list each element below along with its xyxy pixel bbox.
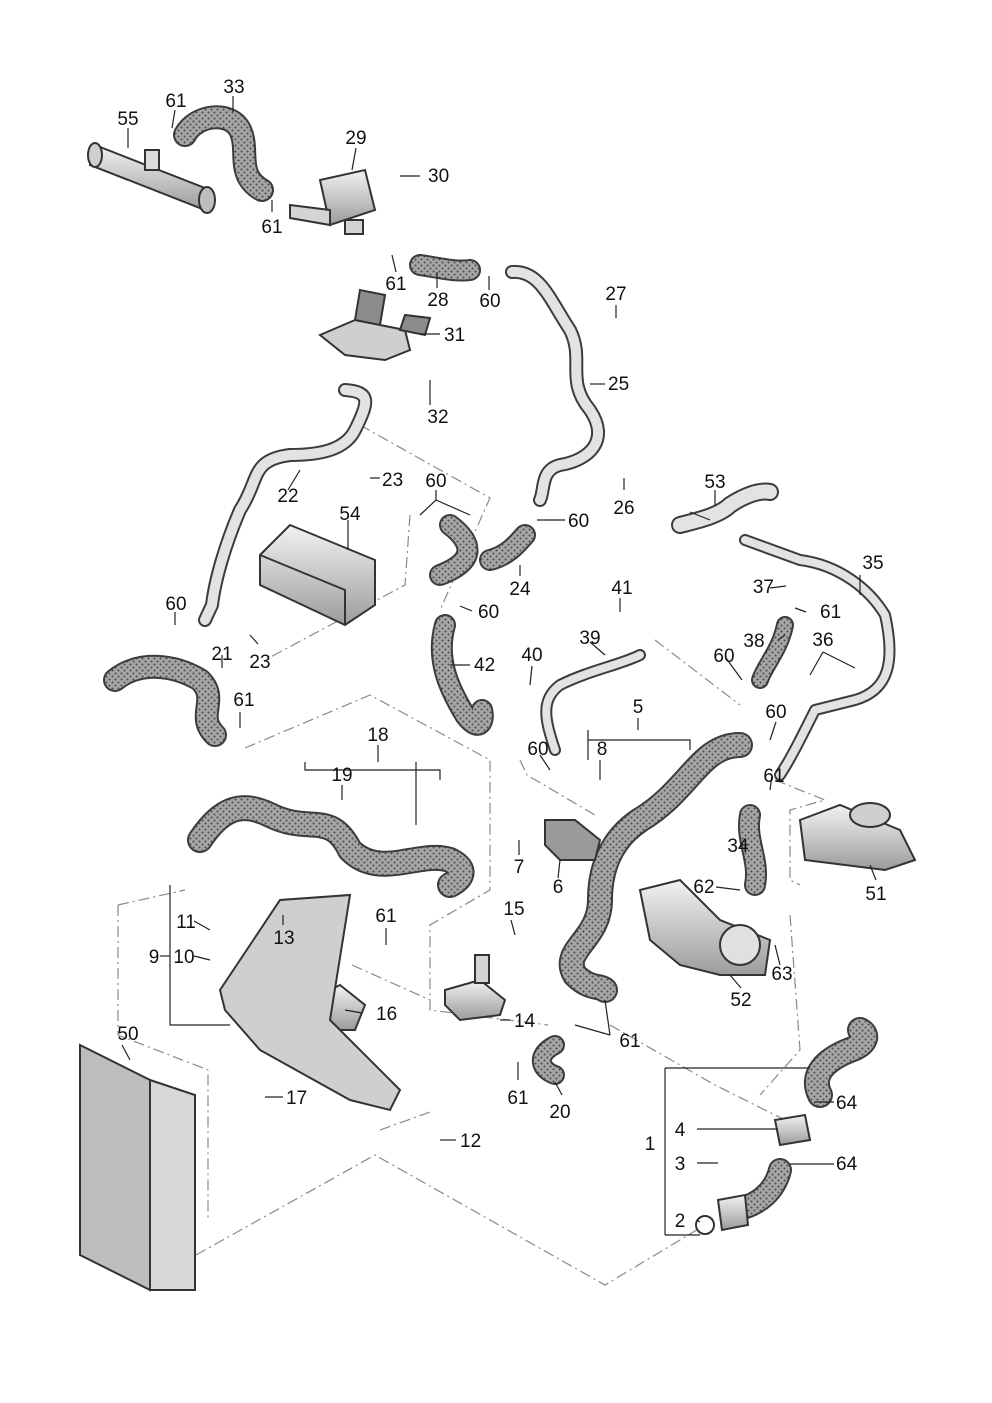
callout-1: 1 <box>645 1134 656 1155</box>
bracket-9 <box>218 893 402 1112</box>
callout-27: 27 <box>605 284 626 305</box>
callout-20: 20 <box>549 1102 570 1123</box>
callout-61: 61 <box>165 91 186 112</box>
callout-55: 55 <box>117 109 138 130</box>
cooler-54 <box>259 523 376 627</box>
callout-24: 24 <box>509 579 531 600</box>
callout-60: 60 <box>478 602 499 623</box>
callout-40: 40 <box>521 645 542 666</box>
callout-labels: 55 61 33 29 30 61 61 28 60 27 25 31 32 2… <box>117 77 886 1232</box>
callout-17: 17 <box>286 1088 307 1109</box>
callout-61: 61 <box>261 217 282 238</box>
callout-60: 60 <box>425 471 446 492</box>
leader-lines <box>121 96 877 1236</box>
callout-35: 35 <box>862 553 883 574</box>
callout-41: 41 <box>611 578 632 599</box>
callout-39: 39 <box>579 628 600 649</box>
callout-26: 26 <box>613 498 634 519</box>
callout-60: 60 <box>165 594 186 615</box>
callout-61: 61 <box>385 274 406 295</box>
callout-61: 61 <box>820 602 841 623</box>
callout-21: 21 <box>211 644 232 665</box>
callout-60: 60 <box>568 511 589 532</box>
callout-16: 16 <box>376 1004 397 1025</box>
callout-60: 60 <box>713 646 734 667</box>
callout-51: 51 <box>865 884 886 905</box>
callout-2: 2 <box>675 1211 686 1232</box>
callout-42: 42 <box>474 655 495 676</box>
callout-37: 37 <box>753 577 774 598</box>
callout-60: 60 <box>765 702 786 723</box>
parts <box>79 142 917 1292</box>
callout-61: 61 <box>507 1088 528 1109</box>
callout-13: 13 <box>273 928 294 949</box>
callout-30: 30 <box>428 166 449 187</box>
callout-10: 10 <box>173 947 194 968</box>
callout-4: 4 <box>675 1120 686 1141</box>
callout-60: 60 <box>527 739 548 760</box>
valve-29 <box>289 168 377 235</box>
o-ring-2 <box>695 1215 715 1235</box>
callout-61: 61 <box>763 766 784 787</box>
callout-62: 62 <box>693 877 714 898</box>
callout-15: 15 <box>503 899 524 920</box>
callout-6: 6 <box>553 877 564 898</box>
callout-22: 22 <box>277 486 298 507</box>
callout-38: 38 <box>743 631 764 652</box>
callout-54: 54 <box>339 504 361 525</box>
callout-33: 33 <box>223 77 244 98</box>
callout-64: 64 <box>836 1154 858 1175</box>
callout-32: 32 <box>427 407 448 428</box>
hoses <box>103 105 896 1222</box>
callout-23: 23 <box>249 652 270 673</box>
bracket-6 <box>544 819 602 861</box>
callout-61: 61 <box>233 690 254 711</box>
callout-23: 23 <box>382 470 403 491</box>
callout-14: 14 <box>514 1011 536 1032</box>
callout-5: 5 <box>633 697 644 718</box>
callout-8: 8 <box>597 739 608 760</box>
callout-3: 3 <box>675 1154 686 1175</box>
callout-25: 25 <box>608 374 629 395</box>
tee-4 <box>773 1113 812 1147</box>
radiator-50 <box>79 1043 196 1292</box>
tank-51 <box>798 802 917 872</box>
pipe-55 <box>87 142 216 214</box>
callout-61: 61 <box>375 906 396 927</box>
callout-52: 52 <box>730 990 751 1011</box>
callout-60: 60 <box>479 291 500 312</box>
callout-28: 28 <box>427 290 448 311</box>
callout-12: 12 <box>460 1131 481 1152</box>
callout-9: 9 <box>149 947 160 968</box>
phantom-lines <box>117 424 827 1286</box>
pump-14 <box>444 954 507 1022</box>
flange-2 <box>716 1193 750 1232</box>
callout-31: 31 <box>444 325 465 346</box>
pump-52 <box>638 878 772 976</box>
callout-50: 50 <box>117 1024 138 1045</box>
callout-36: 36 <box>812 630 833 651</box>
callout-61: 61 <box>619 1031 640 1052</box>
callout-11: 11 <box>176 912 196 933</box>
callout-7: 7 <box>514 857 525 878</box>
callout-29: 29 <box>345 128 366 149</box>
callout-63: 63 <box>771 964 792 985</box>
callout-64: 64 <box>836 1093 858 1114</box>
callout-18: 18 <box>367 725 388 746</box>
bracket-31 <box>318 288 432 362</box>
callout-19: 19 <box>331 765 352 786</box>
callout-53: 53 <box>704 472 725 493</box>
callout-34: 34 <box>727 836 749 857</box>
